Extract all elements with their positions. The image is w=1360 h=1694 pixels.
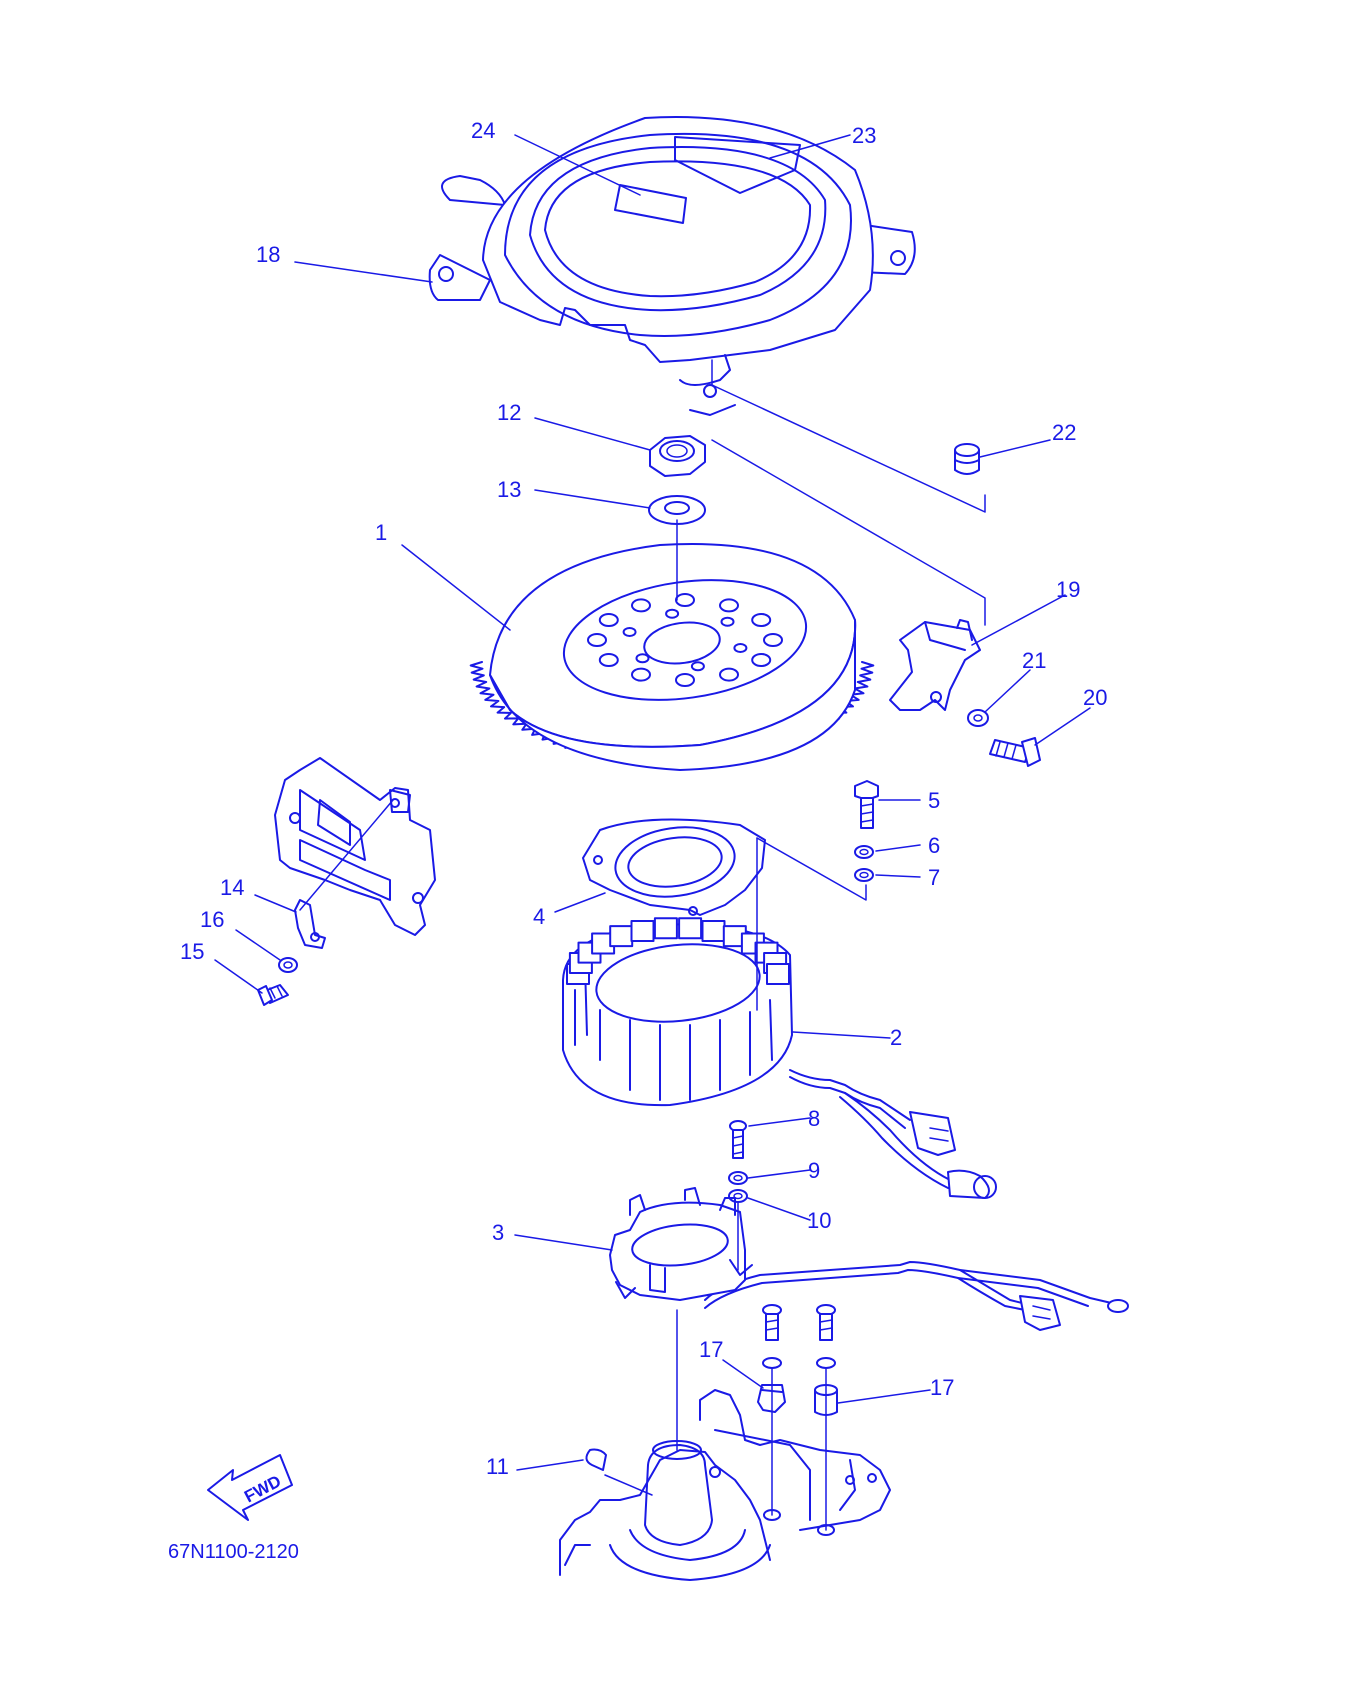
flywheel-hole [675, 593, 695, 607]
callout-17-right: 17 [930, 1375, 954, 1400]
flywheel-inner-hole [720, 616, 735, 627]
flywheel-hole [598, 613, 619, 627]
flywheel-inner-hole [690, 661, 705, 672]
callout-12: 12 [497, 400, 521, 425]
callout-21: 21 [1022, 648, 1046, 673]
part-code: 67N1100-2120 [168, 1541, 299, 1563]
callout-13: 13 [497, 477, 521, 502]
callout-23: 23 [852, 123, 876, 148]
flywheel-rotor [469, 542, 875, 771]
stator-coil [562, 917, 997, 1199]
callout-6: 6 [928, 833, 940, 858]
bolt-5 [854, 780, 879, 829]
callout-10: 10 [807, 1208, 831, 1233]
callout-11: 11 [486, 1454, 509, 1479]
leader-lines [214, 134, 1091, 1496]
stator-tooth [701, 920, 726, 942]
stator-tooth [630, 920, 655, 942]
gasket-plate [274, 757, 436, 936]
washer-9 [728, 1171, 748, 1185]
stator-tooth [653, 917, 678, 940]
callout-17-left: 17 [699, 1337, 723, 1362]
flywheel-hole [719, 667, 739, 682]
callout-1: 1 [375, 520, 387, 545]
flywheel-hole [751, 653, 772, 667]
flywheel-hole [631, 667, 651, 682]
flywheel-inner-hole [733, 643, 748, 653]
callout-19: 19 [1056, 577, 1080, 602]
callout-24: 24 [471, 118, 495, 143]
forward-arrow-icon: FWD [207, 1454, 293, 1521]
clamp-14 [294, 899, 326, 949]
bolt-15 [257, 984, 289, 1006]
flywheel-hole [631, 598, 651, 613]
stator-plate [582, 818, 766, 916]
woodruff-key [585, 1448, 607, 1471]
washer-16 [278, 957, 298, 973]
washer-13 [648, 495, 706, 525]
callout-2: 2 [890, 1025, 902, 1050]
flywheel-hole [598, 653, 619, 667]
callout-8: 8 [808, 1106, 820, 1131]
pulser-coil [609, 1187, 1129, 1331]
assembly-lines [299, 359, 986, 1531]
callout-18: 18 [256, 242, 280, 267]
nut [649, 435, 706, 477]
callout-22: 22 [1052, 420, 1076, 445]
flywheel-inner-hole [635, 653, 650, 664]
callout-15: 15 [180, 939, 204, 964]
flywheel-hole [675, 673, 695, 687]
washer-7 [854, 868, 874, 882]
flywheel-inner-hole [665, 608, 680, 619]
screw-17-right [816, 1304, 836, 1369]
callout-9: 9 [808, 1158, 820, 1183]
stator-tooth [609, 925, 634, 948]
washer-10 [728, 1189, 748, 1203]
crankcase-base [559, 1389, 891, 1581]
flywheel-inner-hole [622, 627, 637, 637]
callout-16: 16 [200, 907, 224, 932]
callout-5: 5 [928, 788, 940, 813]
bracket [889, 619, 981, 711]
bolt-20 [989, 737, 1041, 767]
callout-3: 3 [492, 1220, 504, 1245]
flywheel-hole [763, 633, 783, 647]
washer-21 [967, 709, 989, 727]
grommet-22 [954, 443, 980, 475]
callout-14: 14 [220, 875, 244, 900]
flywheel-hole [751, 613, 772, 627]
callout-7: 7 [928, 865, 940, 890]
callout-labels: 24 23 18 12 13 22 1 19 21 20 5 6 7 4 14 … [180, 118, 1107, 1479]
stator-tooth [766, 963, 790, 985]
stator-tooth [678, 917, 703, 940]
flywheel-hole [719, 598, 739, 613]
flywheel-cover [428, 116, 916, 416]
callout-4: 4 [533, 904, 545, 929]
screw-17-left [762, 1304, 782, 1369]
screw-8 [729, 1120, 747, 1159]
flywheel-hole [587, 633, 607, 647]
callout-20: 20 [1083, 685, 1107, 710]
washer-6 [854, 845, 874, 859]
